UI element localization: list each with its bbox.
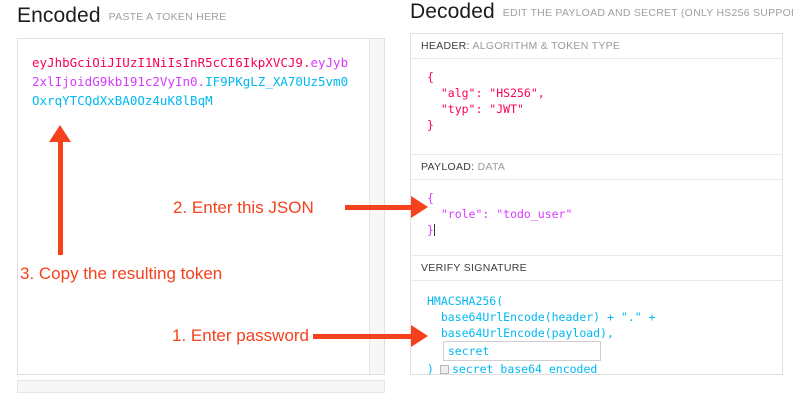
step2-arrow-head: [411, 196, 428, 218]
token-payload-segment: eyJyb2xlIjoidG9kb191c2VyIn0: [32, 55, 349, 89]
annotation-step2: 2. Enter this JSON: [173, 198, 314, 217]
payload-section-label: PAYLOAD: DATA: [411, 155, 782, 180]
encoded-title: Encoded: [17, 4, 101, 27]
encoded-horizontal-scrollbar[interactable]: [17, 380, 385, 393]
base64-checkbox-label: secret base64 encoded: [451, 362, 598, 376]
hmac-line-3: base64UrlEncode(payload),: [440, 326, 614, 340]
payload-json-editor[interactable]: { "role": "todo_user" }: [411, 180, 782, 256]
annotation-step1: 1. Enter password: [172, 326, 310, 345]
signature-section-label: VERIFY SIGNATURE: [411, 256, 782, 281]
step2-arrow-shaft: [345, 205, 413, 210]
base64-encoded-checkbox[interactable]: [439, 365, 449, 374]
step3-arrow-shaft: [58, 140, 63, 255]
signature-label-strong: VERIFY SIGNATURE: [421, 262, 527, 274]
header-json-editor[interactable]: { "alg": "HS256", "typ": "JWT" }: [411, 59, 782, 155]
hmac-line-2: base64UrlEncode(header) + "." +: [440, 310, 656, 324]
payload-json-text: { "role": "todo_user" }: [427, 191, 573, 237]
hmac-line-1: HMACSHA256(: [427, 294, 504, 308]
secret-input[interactable]: [442, 341, 601, 361]
encoded-subtitle: PASTE A TOKEN HERE: [108, 11, 227, 23]
step3-arrow-head: [49, 125, 71, 142]
decoded-panel: HEADER: ALGORITHM & TOKEN TYPE { "alg": …: [410, 33, 783, 376]
payload-label-rest: DATA: [477, 161, 506, 173]
payload-label-strong: PAYLOAD:: [421, 161, 475, 173]
header-label-rest: ALGORITHM & TOKEN TYPE: [472, 40, 621, 52]
token-header-segment: eyJhbGciOiJIUzI1NiIsInR5cCI6IkpXVCJ9: [32, 55, 303, 70]
token-separator-2: .: [197, 74, 206, 89]
header-label-strong: HEADER:: [421, 40, 470, 52]
annotation-step3: 3. Copy the resulting token: [20, 264, 223, 283]
text-caret: [433, 224, 435, 236]
token-separator-1: .: [302, 55, 311, 70]
closing-paren: ): [427, 362, 434, 376]
signature-formula: HMACSHA256( base64UrlEncode(header) + ".…: [411, 281, 782, 397]
step1-arrow-head: [411, 325, 428, 347]
decoded-column-heading: Decoded EDIT THE PAYLOAD AND SECRET (ONLY…: [410, 0, 793, 24]
encoded-column-heading: Encoded PASTE A TOKEN HERE: [17, 4, 226, 28]
step1-arrow-shaft: [313, 334, 413, 339]
token-signature-segment: IF9PKgLZ_XA70Uz5vm0OxrqYTCQdXxBA0Oz4uK8l…: [32, 74, 349, 108]
decoded-subtitle: EDIT THE PAYLOAD AND SECRET (ONLY HS256 …: [502, 7, 793, 19]
encoded-token-text[interactable]: eyJhbGciOiJIUzI1NiIsInR5cCI6IkpXVCJ9.eyJ…: [32, 53, 352, 110]
decoded-title: Decoded: [410, 0, 495, 23]
header-section-label: HEADER: ALGORITHM & TOKEN TYPE: [411, 34, 782, 59]
